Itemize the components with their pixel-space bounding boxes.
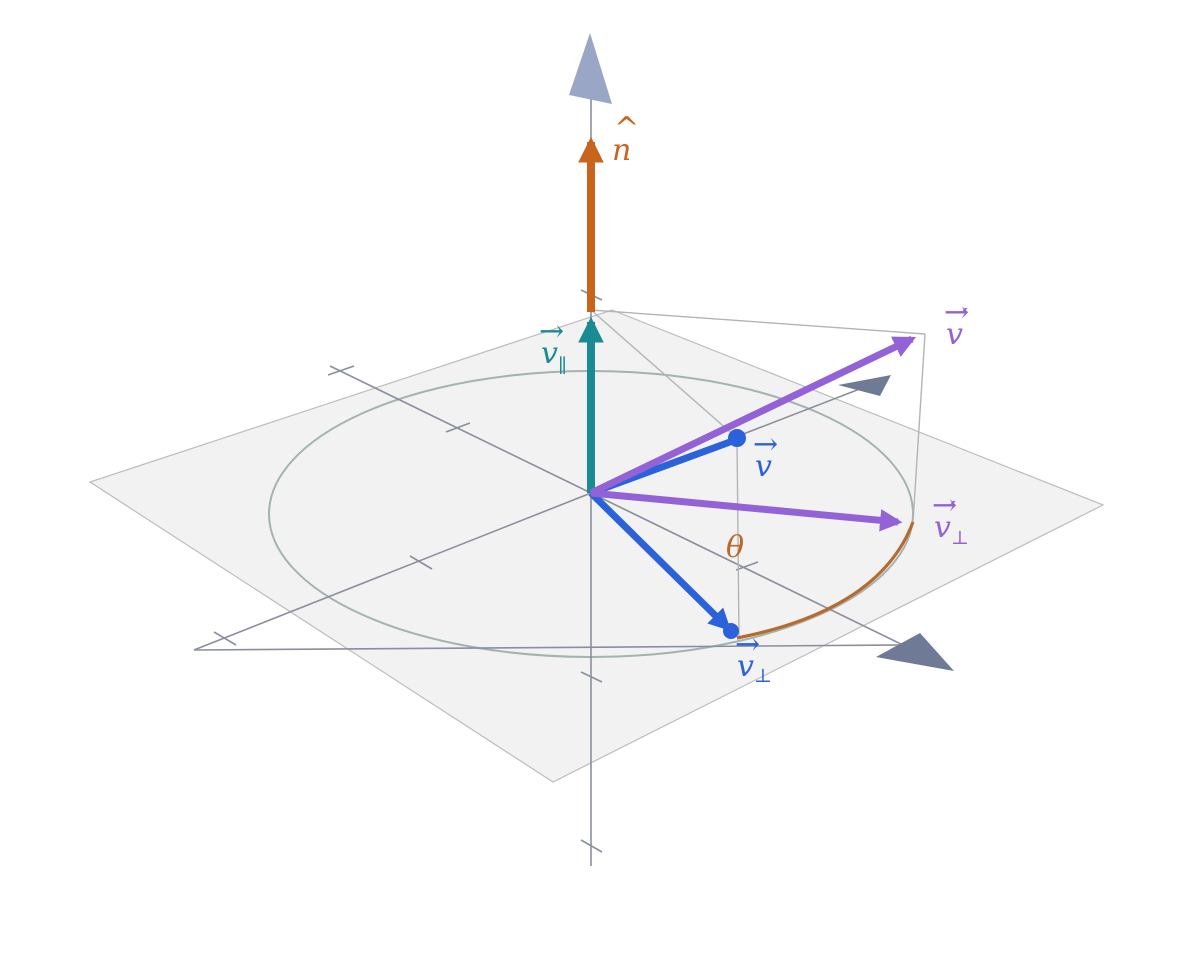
x-axis xyxy=(193,644,906,651)
svg-text:∥: ∥ xyxy=(558,355,567,377)
svg-text:⊥: ⊥ xyxy=(754,665,772,687)
tick xyxy=(409,555,433,570)
svg-text:′: ′ xyxy=(961,303,968,338)
axis-b xyxy=(329,365,592,494)
svg-text:→: → xyxy=(539,314,564,349)
vector-v-tip xyxy=(728,429,746,447)
y-axis-arrowhead-icon xyxy=(838,375,891,396)
tick xyxy=(213,631,237,646)
tick xyxy=(580,671,603,683)
angle-arc xyxy=(736,521,915,640)
svg-text:→: → xyxy=(944,295,969,330)
svg-text:^: ^ xyxy=(614,111,639,146)
perpendicular-component-arrow xyxy=(588,490,732,632)
rotated-vector-arrow xyxy=(589,335,917,497)
svg-text:v: v xyxy=(737,649,754,684)
svg-text:→: → xyxy=(753,427,778,462)
z-axis-arrowhead-icon xyxy=(569,33,612,104)
rotated-perpendicular-arrow xyxy=(590,489,903,532)
label-v: v → xyxy=(753,427,778,484)
x-axis-arrowhead-icon xyxy=(876,633,954,671)
tick xyxy=(445,422,471,433)
tick xyxy=(327,365,355,376)
svg-text:⊥: ⊥ xyxy=(951,527,969,549)
svg-text:′: ′ xyxy=(949,496,956,531)
svg-text:v: v xyxy=(541,336,558,371)
tick xyxy=(735,561,759,571)
svg-text:v: v xyxy=(755,449,772,484)
svg-text:→: → xyxy=(735,627,760,662)
svg-text:→: → xyxy=(932,488,957,523)
label-v-parallel: v → ∥ xyxy=(539,314,567,377)
label-v-perp-prime: v → ′ ⊥ xyxy=(932,488,969,549)
label-v-perp: v → ⊥ xyxy=(735,627,772,687)
svg-text:v: v xyxy=(946,317,963,352)
guide-lines xyxy=(590,309,926,639)
label-v-prime: v → ′ xyxy=(944,295,969,352)
axis-b-forward xyxy=(590,492,906,647)
axis-a xyxy=(193,492,592,651)
svg-text:n: n xyxy=(612,133,631,168)
perpendicular-tip xyxy=(723,623,739,639)
svg-text:v: v xyxy=(934,510,951,545)
label-theta: θ xyxy=(726,530,744,565)
label-n-hat: n ^ xyxy=(612,111,639,168)
tick xyxy=(580,839,603,853)
